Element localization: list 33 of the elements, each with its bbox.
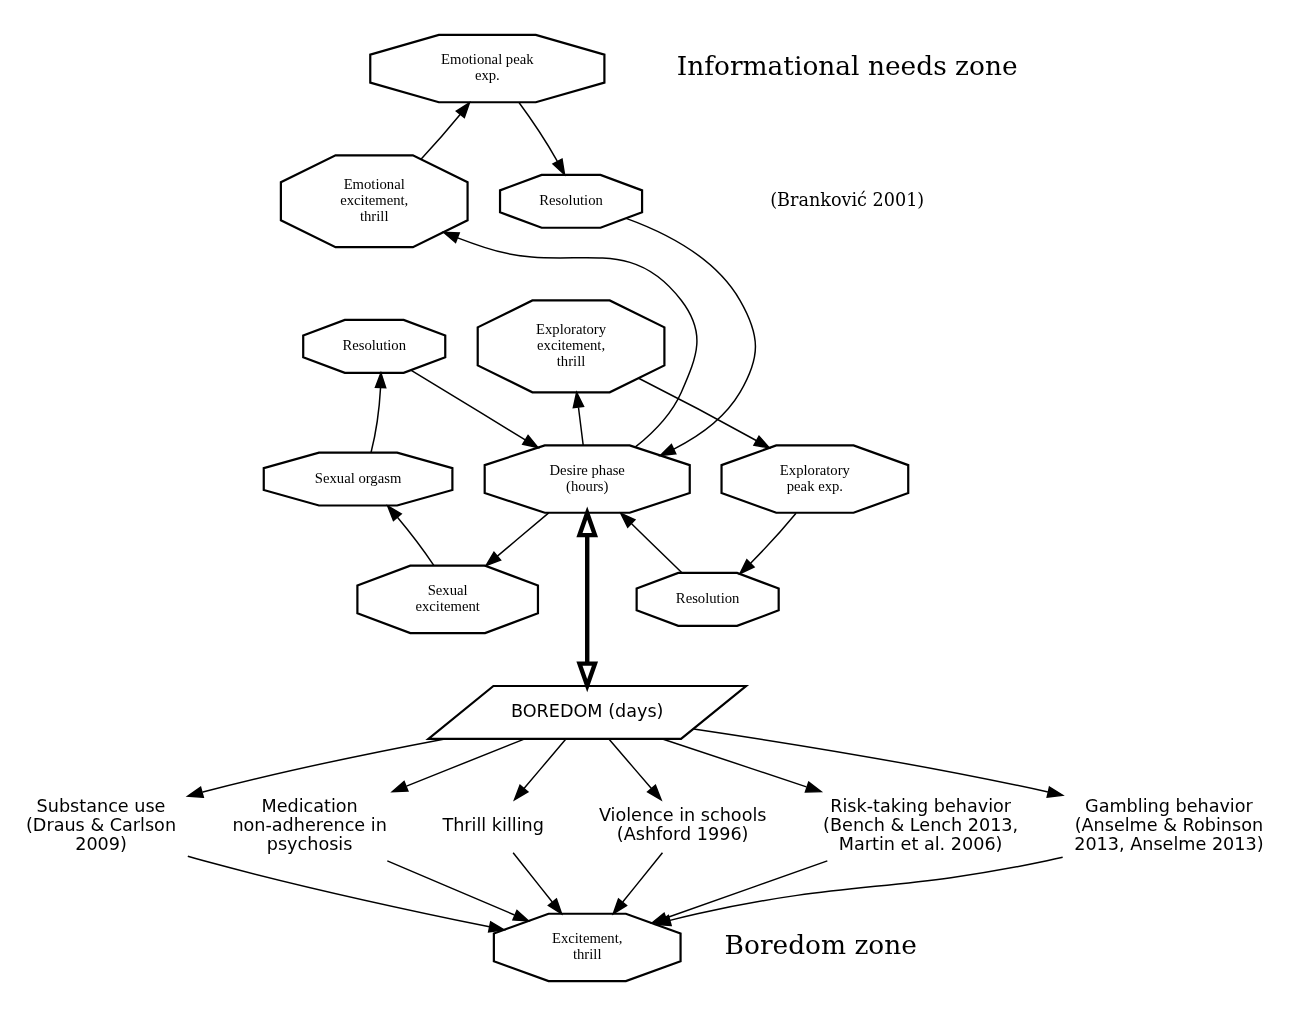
arrow	[576, 506, 599, 693]
arrow	[513, 738, 567, 802]
node-text: Violence in schools (Ashford 1996)	[598, 805, 767, 845]
arrow	[625, 217, 757, 457]
arrow	[185, 738, 446, 799]
label: Boredom zone	[724, 928, 917, 960]
arrow	[611, 852, 664, 916]
arrow	[484, 512, 550, 568]
arrow	[572, 390, 585, 446]
arrow	[738, 512, 797, 576]
node-text: Substance use (Draus & Carlson 2009)	[25, 795, 177, 854]
arrow	[386, 504, 435, 567]
arrow	[608, 738, 663, 802]
arrow	[187, 855, 507, 933]
arrow	[441, 231, 698, 448]
arrow	[386, 860, 531, 922]
arrow	[661, 738, 824, 793]
label: Informational needs zone	[676, 50, 1018, 82]
arrow	[518, 102, 566, 177]
arrow	[512, 852, 563, 916]
arrow	[619, 511, 683, 574]
arrow	[653, 856, 1064, 927]
node-text: Medication non-adherence in psychosis	[232, 795, 387, 854]
arrow	[410, 369, 540, 449]
node-text: Risk-taking behavior (Bench & Lench 2013, Martin et al. 2006)	[823, 795, 1019, 854]
arrow	[370, 370, 387, 453]
node-text: Thrill killing	[442, 814, 544, 835]
node-text: Gambling behavior (Anselme & Robinson 2013, Anselme 2013)	[1074, 795, 1264, 854]
label: (Branković 2001)	[770, 189, 925, 210]
arrow	[637, 377, 772, 449]
arrow	[692, 728, 1065, 798]
arrow	[390, 738, 525, 793]
arrow	[420, 101, 471, 160]
